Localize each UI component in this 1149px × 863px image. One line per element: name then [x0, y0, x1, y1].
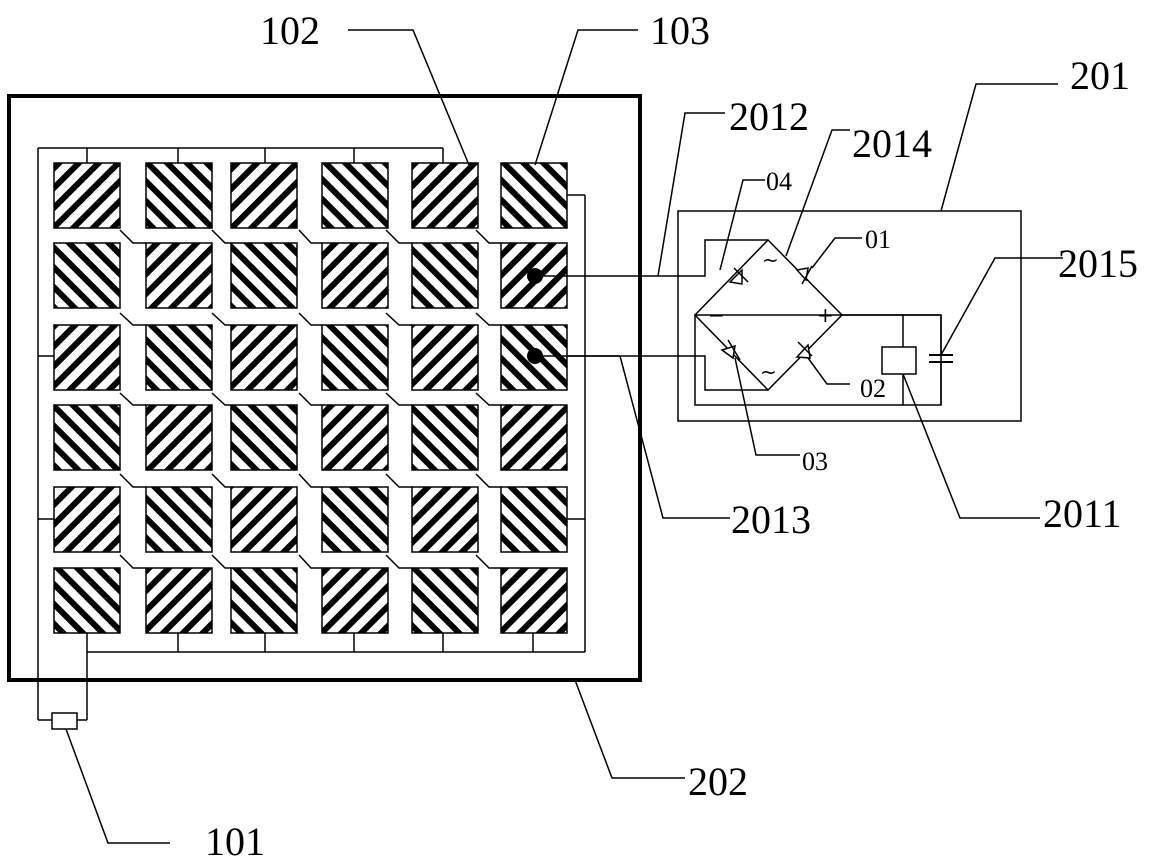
ac-lead-bottom	[535, 355, 768, 391]
solar-cell-r5-c5	[411, 486, 479, 553]
solar-cell-r3-c1	[53, 324, 121, 391]
top-bus-wiring	[37, 147, 444, 720]
label-201: 201	[1070, 53, 1130, 98]
solar-cell-r6-c4	[321, 567, 389, 634]
leader-201	[940, 83, 1058, 212]
leader-2013	[619, 355, 730, 519]
cell-grid	[53, 162, 568, 634]
leader-2012	[657, 112, 725, 277]
label-202: 202	[688, 759, 748, 804]
solar-cell-r2-c1	[53, 242, 121, 309]
label-01: 01	[865, 225, 891, 254]
solar-cell-r3-c4	[321, 324, 389, 391]
label-2014: 2014	[852, 121, 932, 166]
solar-cell-r6-c3	[230, 567, 298, 634]
pos-symbol: +	[817, 303, 834, 327]
leader-2015	[940, 257, 1063, 356]
solar-cell-r6-c6	[500, 567, 568, 634]
solar-cell-r1-c5	[411, 162, 479, 229]
label-103: 103	[650, 8, 710, 53]
solar-cell-r1-c1	[53, 162, 121, 229]
leader-103	[534, 29, 638, 166]
solar-cell-r2-c4	[321, 242, 389, 309]
leader-03	[734, 357, 800, 456]
junction-box-101	[51, 712, 78, 730]
leader-102	[348, 29, 470, 166]
solar-cell-r5-c6	[500, 486, 568, 553]
solar-cell-r6-c2	[145, 567, 213, 634]
solar-cell-r3-c5	[411, 324, 479, 391]
solar-cell-r4-c1	[53, 404, 121, 471]
neg-symbol: −	[708, 303, 725, 327]
circuit-module-201	[535, 210, 1022, 422]
solar-cell-r1-c6	[500, 162, 568, 229]
solar-cell-r4-c5	[411, 404, 479, 471]
panel-outer-frame	[7, 94, 642, 682]
label-2012: 2012	[729, 94, 809, 139]
load-2011	[881, 346, 917, 375]
solar-cell-r3-c3	[230, 324, 298, 391]
solar-cell-r4-c6	[500, 404, 568, 471]
label-2011: 2011	[1043, 491, 1122, 536]
solar-cell-r6-c5	[411, 567, 479, 634]
tap-point-lower	[527, 348, 543, 364]
cell-series-connections	[119, 229, 501, 569]
leader-lines	[65, 29, 1063, 844]
solar-cell-r4-c3	[230, 404, 298, 471]
leader-2014	[785, 129, 850, 257]
leader-02	[807, 357, 850, 385]
label-102: 102	[260, 8, 320, 53]
solar-cell-r3-c2	[145, 324, 213, 391]
solar-cell-r2-c2	[145, 242, 213, 309]
leader-04	[719, 179, 765, 271]
solar-cell-r1-c4	[321, 162, 389, 229]
bottom-bus-wiring	[86, 194, 620, 720]
label-101: 101	[205, 819, 265, 863]
leader-101	[65, 728, 170, 844]
leader-202	[574, 679, 685, 779]
diode-03	[720, 339, 741, 361]
label-03: 03	[802, 447, 828, 476]
tap-point-upper	[527, 268, 543, 284]
ac-symbol-bottom: ~	[760, 360, 777, 384]
solar-cell-r1-c3	[230, 162, 298, 229]
label-2015: 2015	[1058, 241, 1138, 286]
label-02: 02	[860, 374, 886, 403]
ac-symbol-top: ~	[762, 248, 779, 272]
solar-cell-r5-c3	[230, 486, 298, 553]
solar-cell-r2-c5	[411, 242, 479, 309]
solar-cell-r6-c1	[53, 567, 121, 634]
ac-lead-top	[535, 239, 768, 277]
diode-02	[795, 341, 813, 359]
solar-cell-r5-c1	[53, 486, 121, 553]
module-outer-box	[677, 210, 1022, 422]
solar-cell-r1-c2	[145, 162, 213, 229]
label-2013: 2013	[731, 497, 811, 542]
diode-01	[795, 265, 813, 285]
leader-2011	[902, 373, 1040, 519]
solar-cell-r5-c4	[321, 486, 389, 553]
diode-04	[728, 267, 749, 285]
solar-cell-r4-c4	[321, 404, 389, 471]
solar-cell-r5-c2	[145, 486, 213, 553]
module-inner-loop	[694, 314, 942, 406]
solar-cell-r4-c2	[145, 404, 213, 471]
solar-cell-r2-c3	[230, 242, 298, 309]
leader-01	[811, 237, 862, 269]
label-04: 04	[766, 167, 792, 196]
